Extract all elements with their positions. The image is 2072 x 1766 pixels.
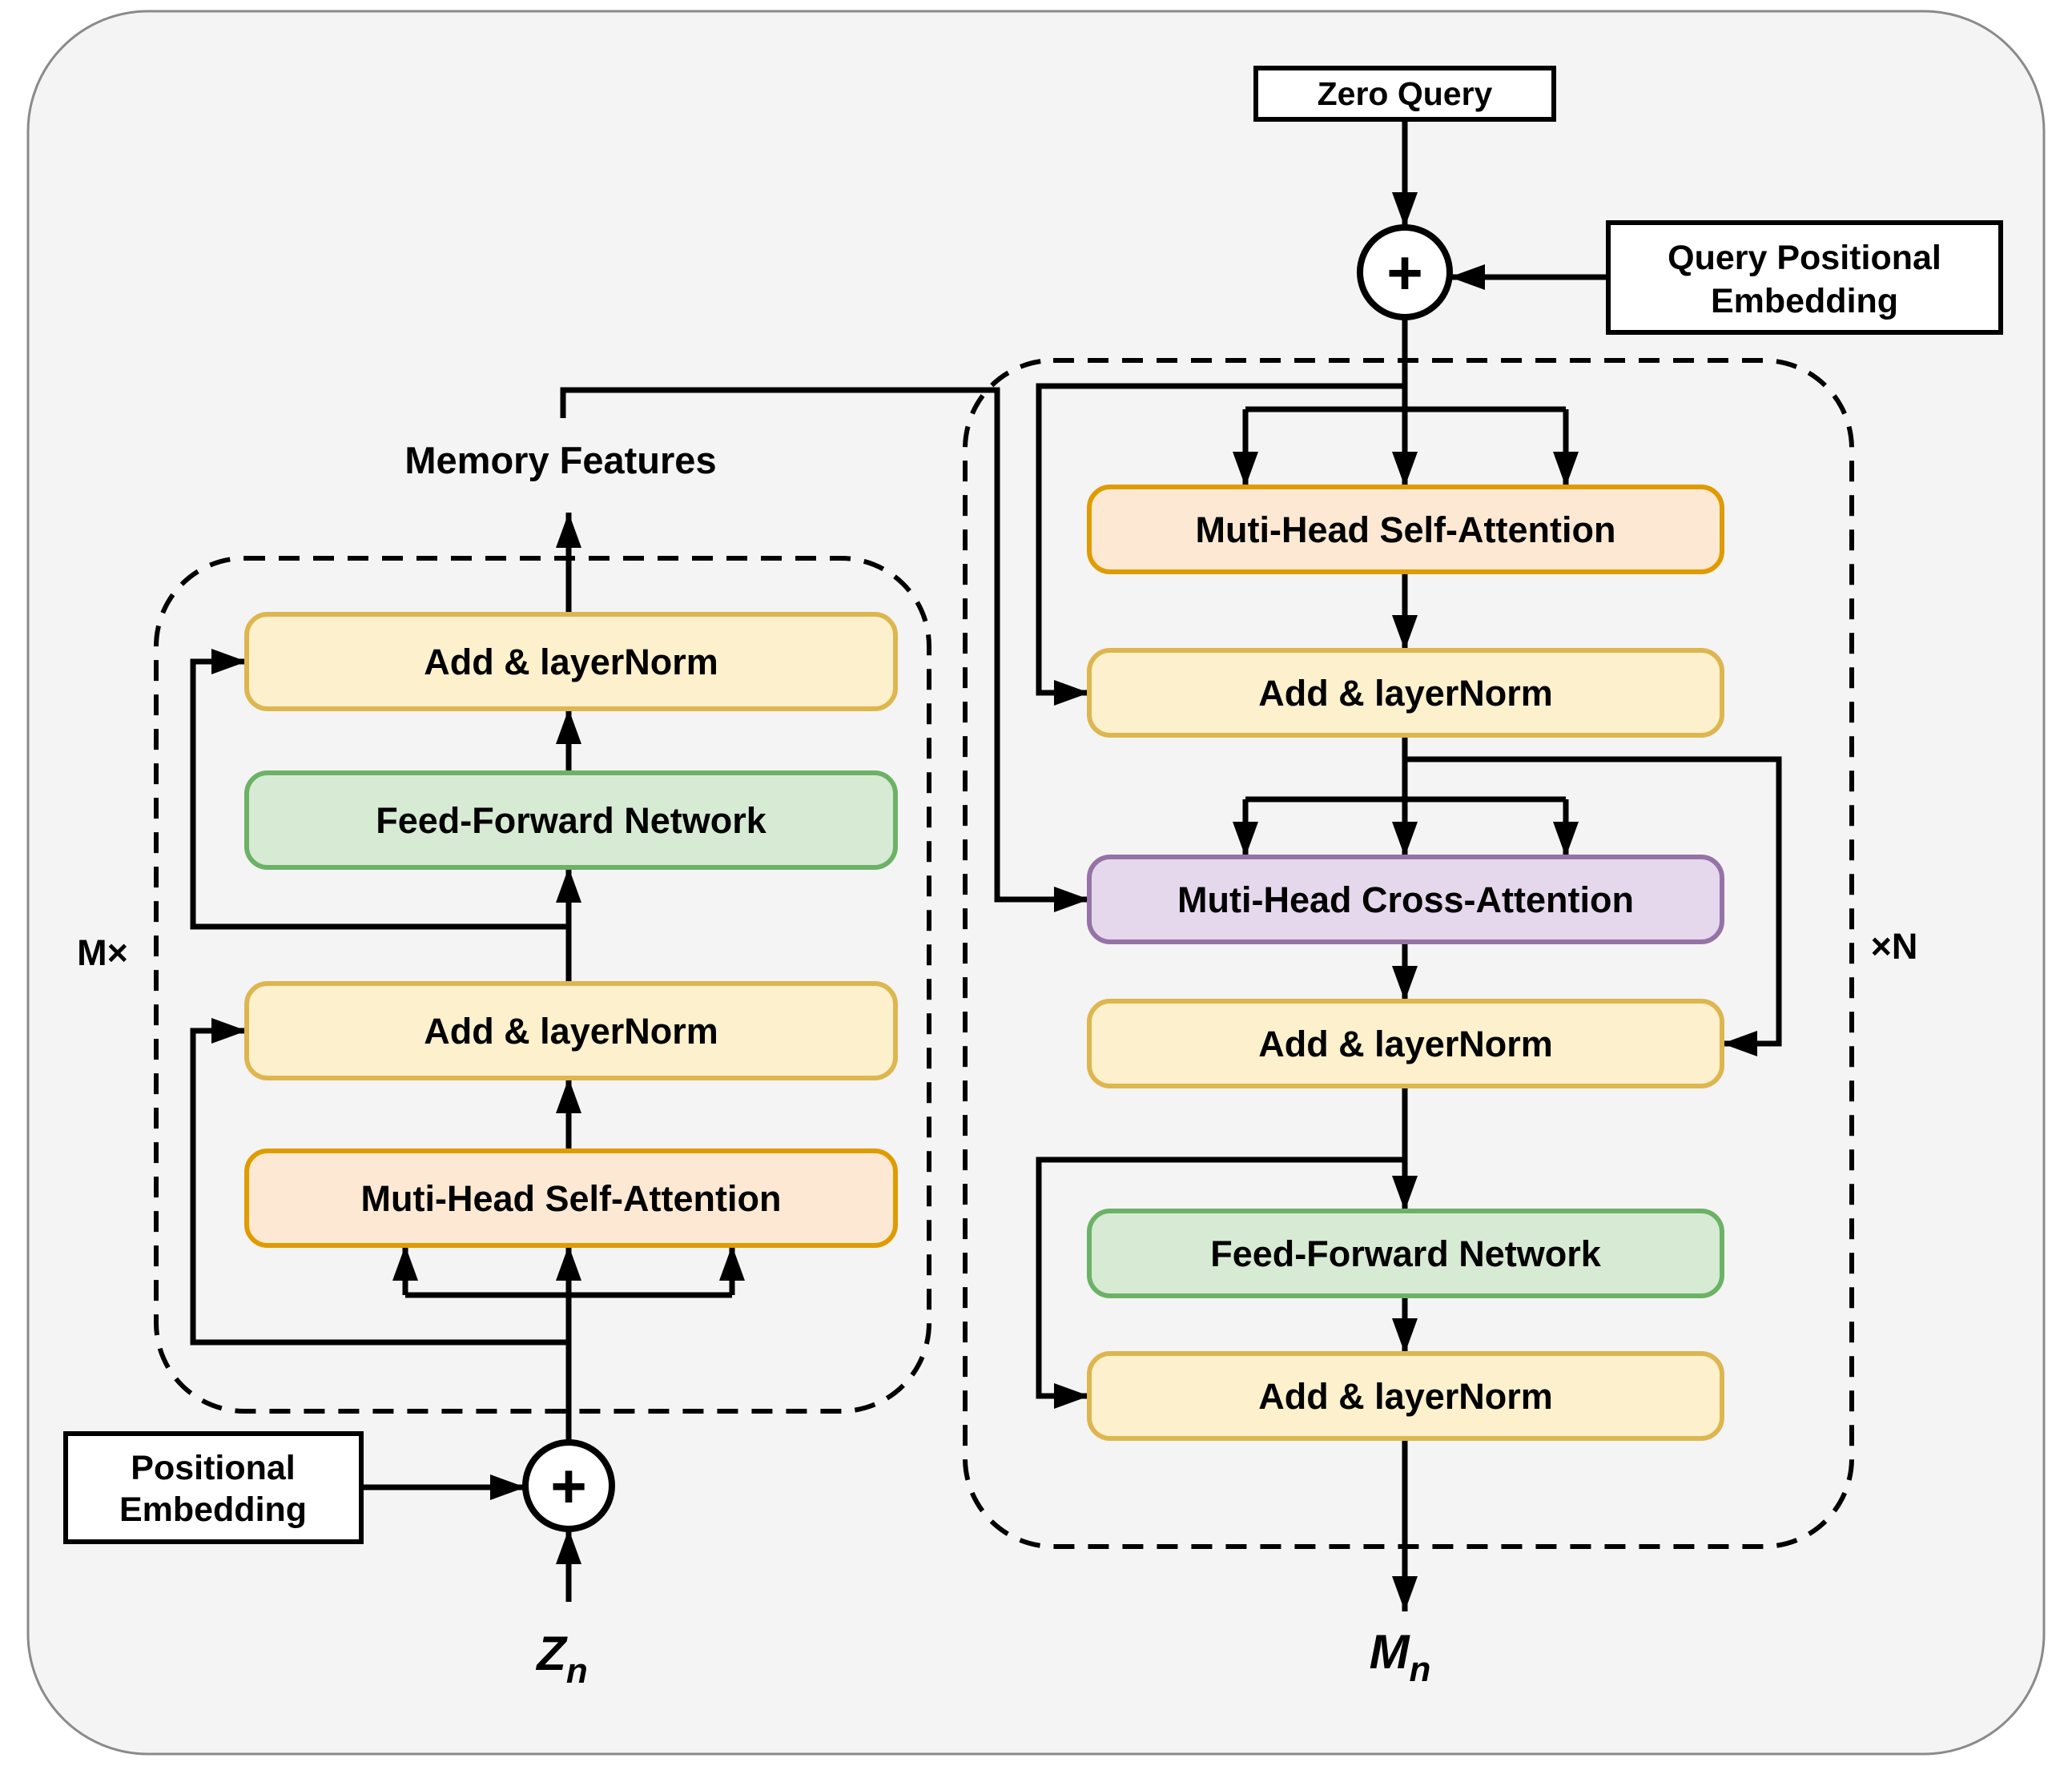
decoder-repeat-frame bbox=[963, 358, 1854, 1549]
encoder-input-variable-sub: n bbox=[566, 1651, 588, 1691]
positional-embedding-label-line1: Positional bbox=[131, 1449, 295, 1487]
decoder-add-norm-1-label: Add & layerNorm bbox=[1258, 673, 1553, 714]
decoder-residual-3-connector bbox=[1036, 1157, 1405, 1409]
encoder-add-norm-bottom-box bbox=[244, 981, 898, 1080]
decoder-residual-2-connector bbox=[1405, 756, 1782, 1056]
canvas-background bbox=[26, 10, 2046, 1756]
decoder-output-variable-main: M bbox=[1370, 1625, 1411, 1679]
decoder-ffn-label: Feed-Forward Network bbox=[1210, 1233, 1602, 1274]
decoder-residual-1-connector bbox=[1036, 383, 1405, 706]
encoder-self-attention-box bbox=[244, 1149, 898, 1248]
decoder-cross-attention-label: Muti-Head Cross-Attention bbox=[1177, 879, 1634, 920]
memory-to-cross-attention-connector bbox=[560, 387, 1089, 912]
decoder-add-norm-1-box bbox=[1087, 648, 1724, 738]
decoder-add-norm-3-label: Add & layerNorm bbox=[1258, 1376, 1553, 1417]
encoder-add-norm-bottom-label: Add & layerNorm bbox=[424, 1011, 718, 1052]
decoder-ffn-box bbox=[1087, 1209, 1724, 1298]
decoder-add-norm-3-box bbox=[1087, 1351, 1724, 1441]
positional-embedding-label-line2: Embedding bbox=[119, 1490, 307, 1529]
memory-features-label: Memory Features bbox=[404, 439, 716, 481]
decoder-group: ×N Zero Query Query Positional Embedding… bbox=[963, 66, 2003, 1689]
decoder-plus-icon: + bbox=[1386, 237, 1423, 308]
zero-query-label: Zero Query bbox=[1318, 75, 1493, 112]
encoder-add-norm-top-label: Add & layerNorm bbox=[424, 642, 718, 682]
decoder-self-attention-box bbox=[1087, 485, 1724, 574]
encoder-residual-top-connector bbox=[190, 649, 569, 930]
encoder-input-variable-main: Z bbox=[535, 1627, 568, 1680]
decoder-add-norm-2-label: Add & layerNorm bbox=[1258, 1024, 1553, 1064]
positional-embedding-box bbox=[63, 1431, 364, 1544]
encoder-sum-circle bbox=[522, 1439, 615, 1532]
encoder-ffn-box bbox=[244, 770, 898, 870]
encoder-ffn-label: Feed-Forward Network bbox=[376, 800, 767, 841]
encoder-group: M× Memory Features Add & layerNorm Feed-… bbox=[63, 387, 1089, 1691]
encoder-residual-bottom-connector bbox=[190, 1018, 569, 1346]
encoder-add-norm-top-box bbox=[244, 612, 898, 711]
zero-query-box bbox=[1253, 66, 1556, 122]
encoder-repeat-frame bbox=[154, 556, 931, 1414]
query-positional-embedding-label-line2: Embedding bbox=[1711, 282, 1898, 320]
query-positional-embedding-label-line1: Query Positional bbox=[1668, 239, 1941, 277]
decoder-output-variable-sub: n bbox=[1410, 1650, 1431, 1689]
decoder-cross-attention-box bbox=[1087, 855, 1724, 944]
decoder-repeat-label: ×N bbox=[1871, 926, 1918, 967]
encoder-repeat-label: M× bbox=[77, 932, 128, 973]
decoder-self-attention-label: Muti-Head Self-Attention bbox=[1196, 509, 1616, 550]
encoder-input-variable: Zn bbox=[535, 1627, 588, 1691]
query-positional-embedding-box bbox=[1606, 220, 2003, 335]
encoder-plus-icon: + bbox=[550, 1450, 587, 1521]
decoder-add-norm-2-box bbox=[1087, 999, 1724, 1088]
decoder-output-variable: Mn bbox=[1370, 1625, 1431, 1689]
encoder-self-attention-label: Muti-Head Self-Attention bbox=[361, 1178, 782, 1219]
